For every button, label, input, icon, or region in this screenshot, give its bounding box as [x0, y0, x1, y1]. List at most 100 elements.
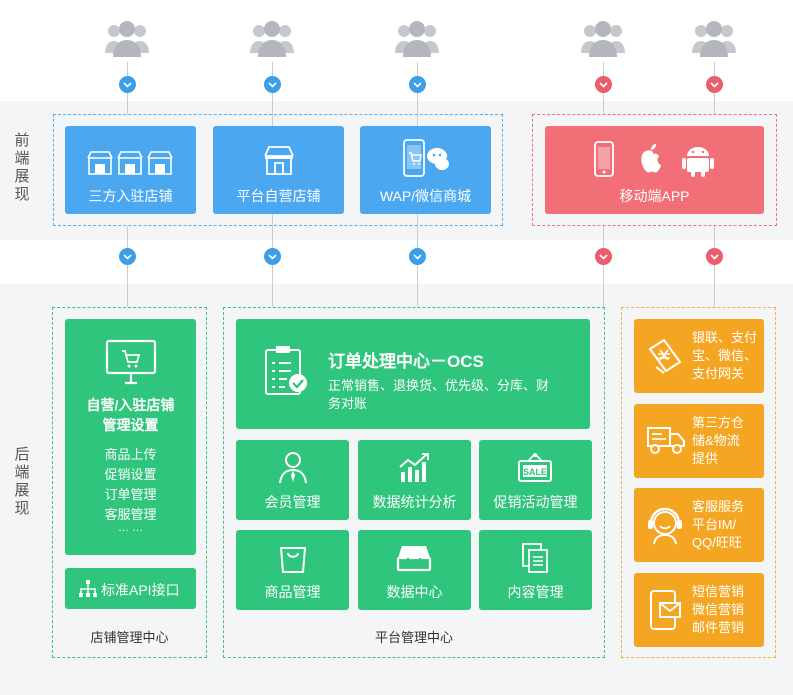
service-line: 客服服务: [692, 499, 745, 514]
front-card-label: WAP/微信商城: [379, 188, 472, 204]
connector-line: [603, 62, 604, 76]
store-settings-title-line1: 自营/入驻店铺: [86, 397, 175, 413]
service-customer-support[interactable]: 客服服务 平台IM/ QQ/旺旺: [634, 488, 764, 562]
platform-center-footer: 平台管理中心: [374, 630, 453, 645]
module-label: 促销活动管理: [493, 494, 578, 510]
service-line: QQ/旺旺: [692, 535, 742, 550]
connector-line: [127, 62, 128, 76]
front-card-label: 移动端APP: [619, 188, 690, 204]
connector-line: [603, 265, 604, 307]
chevron-down-icon: [706, 76, 723, 93]
ocs-card[interactable]: 订单处理中心－OCS 正常销售、退换货、优先级、分库、财 务对账: [236, 319, 590, 429]
chevron-down-icon: [595, 248, 612, 265]
service-line: 邮件营销: [692, 620, 745, 635]
module-label: 内容管理: [507, 584, 564, 600]
service-logistics[interactable]: 第三方仓 储&物流 提供: [634, 404, 764, 478]
connector-line: [272, 214, 273, 248]
connector-line: [603, 92, 604, 114]
chevron-down-icon: [409, 248, 426, 265]
sale-icon: SALE: [518, 453, 552, 482]
front-section-label: 前端展现: [14, 132, 30, 203]
module-member-management[interactable]: 会员管理: [236, 440, 349, 520]
module-label: 会员管理: [264, 494, 321, 510]
store-center-group: [52, 307, 207, 658]
chevron-down-icon: [706, 248, 723, 265]
user-icon: [581, 21, 625, 57]
module-label: 数据中心: [386, 584, 443, 600]
message-icon: [650, 590, 681, 630]
mobile-apple-android-icon: [594, 141, 714, 177]
ocs-description-line2: 务对账: [328, 396, 368, 411]
connector-line: [603, 226, 604, 248]
connector-line: [714, 265, 715, 307]
database-icon: [396, 546, 432, 572]
module-data-analytics[interactable]: 数据统计分析: [358, 440, 471, 520]
connector-line: [417, 92, 418, 126]
api-interface-button[interactable]: 标准API接口: [65, 568, 196, 609]
service-line: 短信营销: [692, 584, 745, 599]
store-settings-card[interactable]: 自营/入驻店铺 管理设置 商品上传 促销设置 订单管理 客服管理 … …: [65, 319, 196, 555]
user-icon: [105, 21, 149, 57]
module-data-center[interactable]: 数据中心: [358, 530, 471, 610]
api-interface-label: 标准API接口: [101, 582, 180, 598]
connector-line: [714, 226, 715, 248]
front-card-third-party-store[interactable]: 三方入驻店铺: [65, 126, 196, 214]
chevron-down-icon: [264, 76, 281, 93]
shops-icon: [87, 151, 173, 175]
service-line: 银联、支付: [692, 330, 758, 345]
service-marketing[interactable]: 短信营销 微信营销 邮件营销: [634, 573, 764, 647]
service-line: 平台IM/: [692, 517, 737, 532]
front-web-group: [53, 114, 503, 226]
chevron-down-icon: [119, 76, 136, 93]
checklist-icon: [265, 346, 307, 395]
store-settings-item: 客服管理: [104, 507, 157, 522]
ocs-description-line1: 正常销售、退换货、优先级、分库、财: [328, 378, 550, 393]
back-section-label: 后端展现: [14, 446, 30, 517]
shop-icon: [264, 146, 294, 175]
member-icon: [279, 452, 307, 484]
module-promotion-management[interactable]: SALE 促销活动管理: [479, 440, 592, 520]
truck-icon: [647, 427, 685, 454]
connector-line: [127, 265, 128, 307]
connector-line: [417, 62, 418, 76]
customer-service-icon: [648, 507, 682, 545]
user-icon: [250, 21, 294, 57]
module-label: 商品管理: [264, 584, 321, 600]
connector-line: [714, 62, 715, 76]
user-icon: [395, 21, 439, 57]
connector-line: [417, 214, 418, 248]
sitemap-icon: [79, 580, 97, 597]
store-settings-item: 促销设置: [104, 467, 157, 482]
module-label: 数据统计分析: [372, 494, 457, 510]
store-settings-title-line2: 管理设置: [102, 417, 159, 433]
chevron-down-icon: [119, 248, 136, 265]
chevron-down-icon: [409, 76, 426, 93]
front-card-mobile-app[interactable]: 移动端APP: [545, 126, 764, 214]
front-card-wap-wechat[interactable]: WAP/微信商城: [360, 126, 491, 214]
monitor-cart-icon: [105, 339, 157, 385]
connector-line: [272, 265, 273, 307]
store-center-footer: 店铺管理中心: [90, 630, 169, 645]
front-card-label: 三方入驻店铺: [88, 188, 173, 204]
store-settings-item: 商品上传: [104, 447, 157, 462]
content-icon: [522, 543, 548, 573]
service-line: 第三方仓: [692, 415, 745, 430]
front-card-self-store[interactable]: 平台自营店铺: [213, 126, 344, 214]
svg-text:SALE: SALE: [523, 467, 547, 477]
bag-icon: [279, 547, 307, 573]
store-settings-item: … …: [117, 522, 144, 534]
service-line: 提供: [692, 451, 719, 466]
phone-wechat-icon: [403, 139, 449, 177]
module-content-management[interactable]: 内容管理: [479, 530, 592, 610]
front-card-label: 平台自营店铺: [236, 188, 321, 204]
front-app-group: [532, 114, 777, 226]
user-icon: [692, 21, 736, 57]
service-line: 宝、微信、: [692, 348, 758, 363]
store-settings-item: 订单管理: [104, 487, 157, 502]
services-group: [621, 307, 776, 658]
service-line: 微信营销: [692, 602, 745, 617]
module-product-management[interactable]: 商品管理: [236, 530, 349, 610]
service-payment[interactable]: 银联、支付 宝、微信、 支付网关: [634, 319, 764, 393]
connector-line: [127, 226, 128, 248]
chevron-down-icon: [264, 248, 281, 265]
